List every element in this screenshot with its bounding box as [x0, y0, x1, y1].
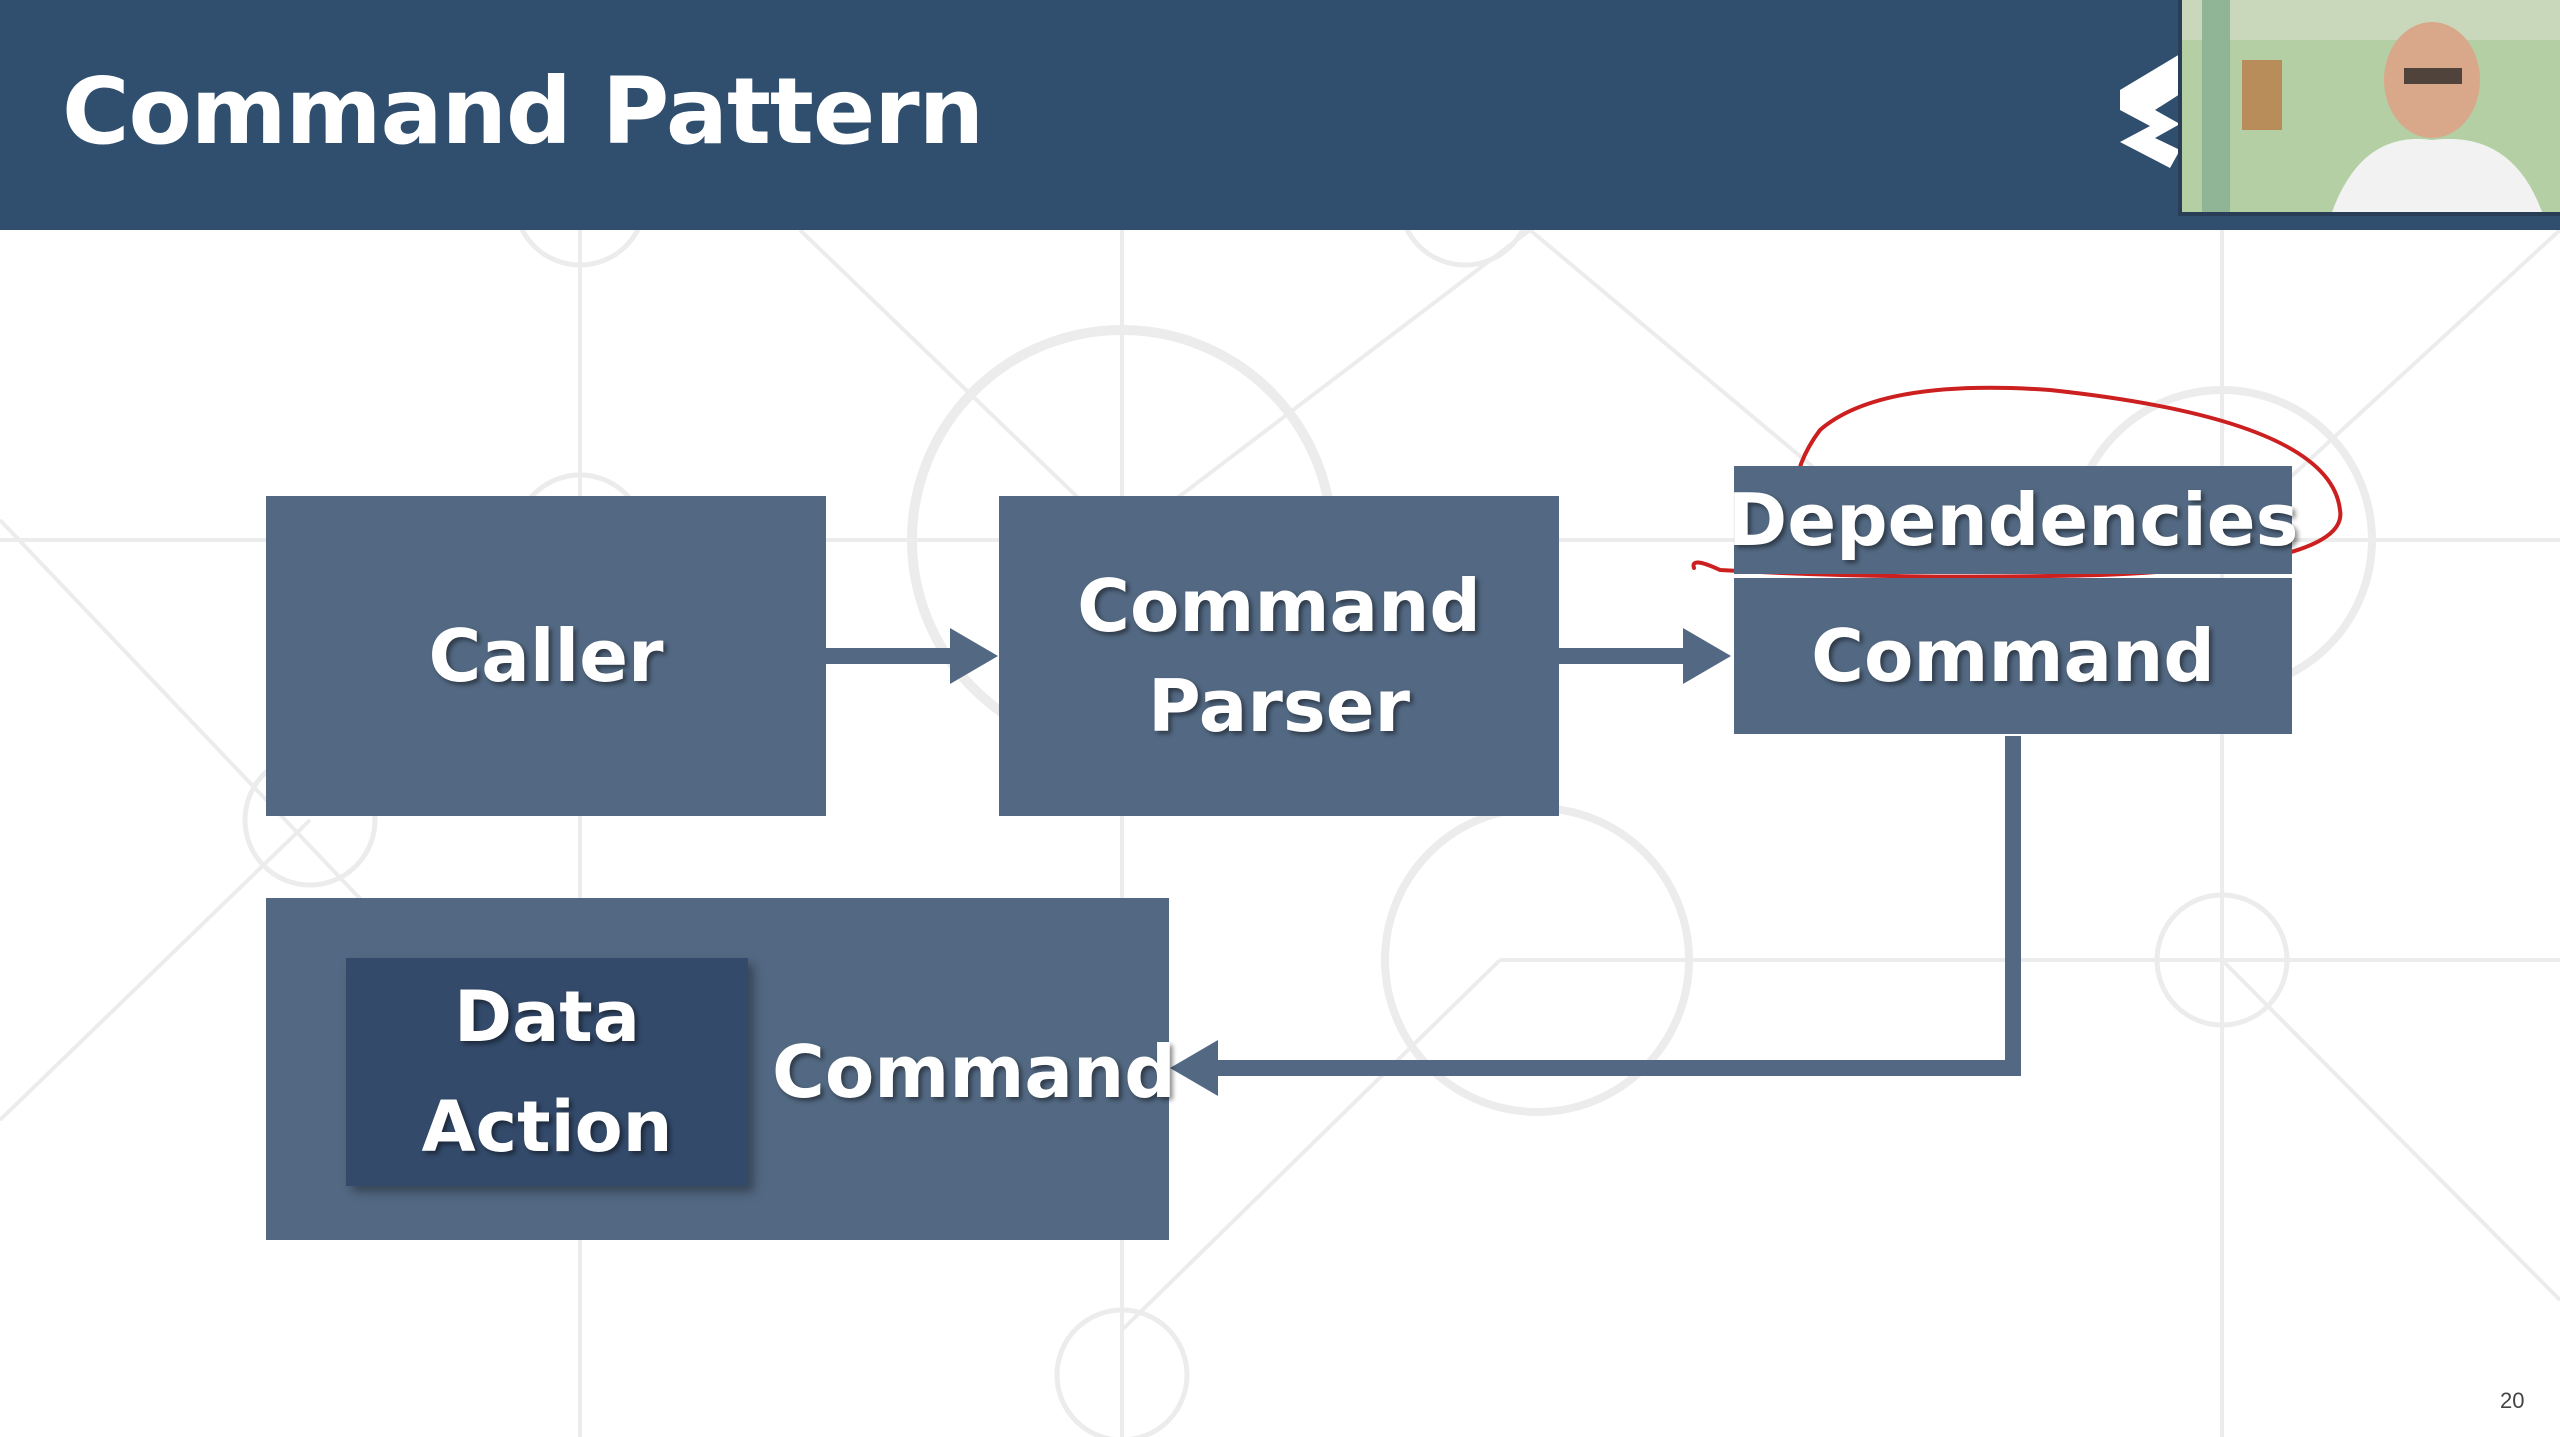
command-top-label: Command [1811, 614, 2215, 698]
parser-label-line1: Command [1077, 564, 1481, 648]
parser-label-line2: Parser [1147, 664, 1411, 748]
background-pattern [0, 230, 2560, 1437]
webcam-video [2178, 0, 2560, 216]
data-action-box: Data Action [346, 958, 748, 1186]
dependencies-label: Dependencies [1727, 478, 2299, 562]
slide-header: Command Pattern [0, 0, 2560, 230]
command-parser-box: Command Parser [999, 496, 1559, 816]
data-label: Data [453, 976, 641, 1058]
caller-label: Caller [428, 614, 664, 698]
command-bottom-label: Command [772, 1030, 1176, 1114]
slide-title: Command Pattern [62, 58, 984, 165]
caller-box: Caller [266, 496, 826, 816]
brand-logo-icon [2120, 54, 2180, 168]
command-box-top: Command [1734, 578, 2292, 734]
dependencies-box: Dependencies [1728, 466, 2298, 574]
action-label: Action [421, 1086, 673, 1168]
presenter-video-icon [2182, 0, 2560, 212]
page-number: 20 [2500, 1388, 2525, 1413]
